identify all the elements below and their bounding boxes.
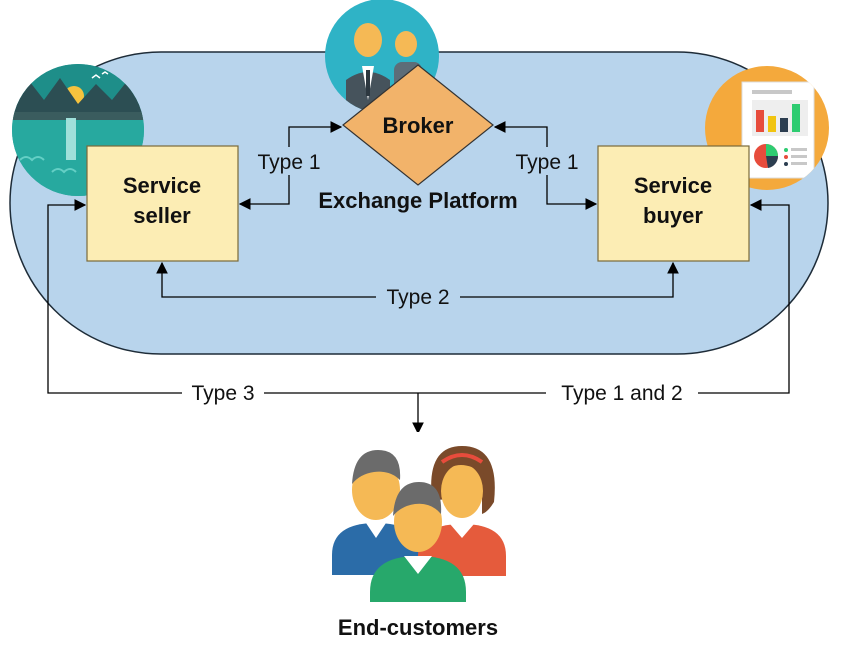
end-customers-label: End-customers xyxy=(338,615,498,640)
edge-label-buyer-customers: Type 1 and 2 xyxy=(561,382,682,405)
exchange-platform-label: Exchange Platform xyxy=(318,188,517,213)
broker-label: Broker xyxy=(383,113,454,138)
service-seller-node xyxy=(86,145,239,262)
edge-label-seller-broker: Type 1 xyxy=(257,151,320,174)
edge-label-buyer-broker: Type 1 xyxy=(515,151,578,174)
service-seller-label-line1: Service xyxy=(123,173,201,198)
edge-label-seller-buyer: Type 2 xyxy=(386,286,449,309)
customer-group-icon xyxy=(330,432,506,602)
broker-node xyxy=(342,64,494,186)
edge-label-seller-customers: Type 3 xyxy=(191,382,254,405)
service-buyer-label-line2: buyer xyxy=(643,203,703,228)
service-buyer-node xyxy=(597,145,750,262)
service-seller-label-line2: seller xyxy=(133,203,191,228)
service-buyer-label-line1: Service xyxy=(634,173,712,198)
report-charts-icon xyxy=(705,66,829,190)
